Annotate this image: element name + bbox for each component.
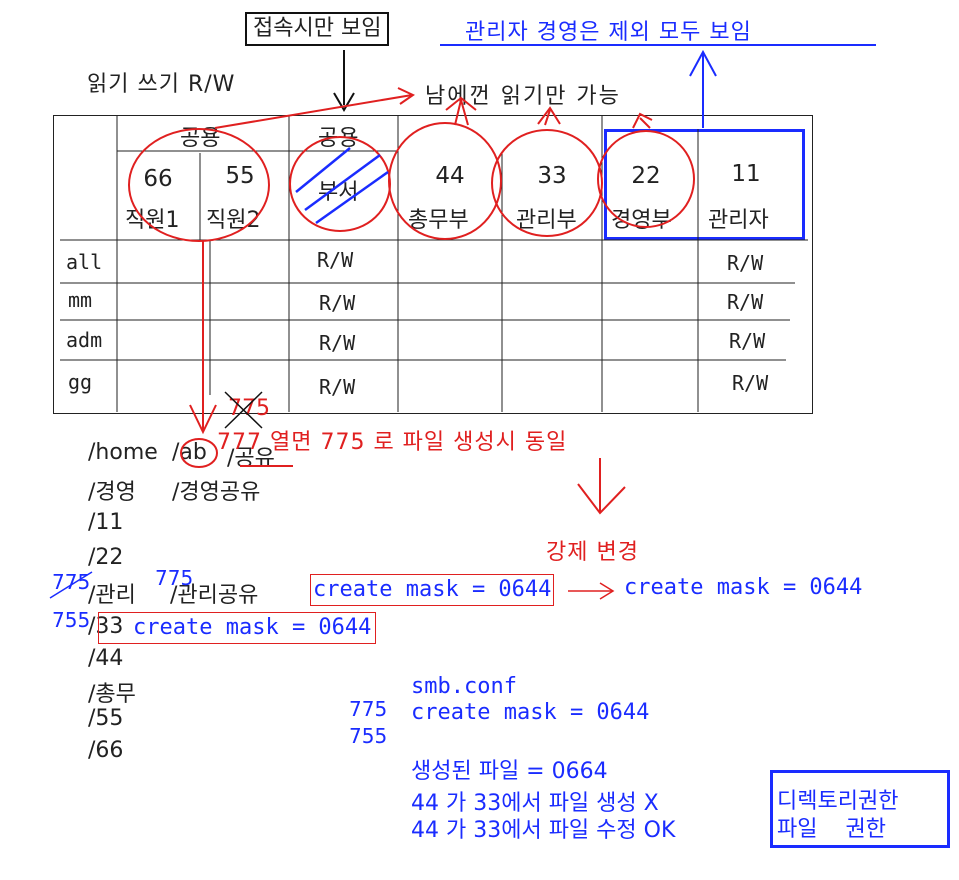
path-22: /22 xyxy=(88,545,124,570)
col-name-administrator: 관리자 xyxy=(708,208,769,233)
mgmt-admin-highlight-box xyxy=(604,129,805,240)
note-777: 777 열면 775 로 파일 생성시 동일 xyxy=(217,430,568,455)
visible-except-mgmt-label: 관리자 경영은 제외 모두 보임 xyxy=(465,20,752,45)
cell-mm-admin: R/W xyxy=(727,290,764,314)
col-name-admin-dept: 관리부 xyxy=(516,208,577,233)
share-permission-table xyxy=(53,115,813,414)
forced-change-note: 강제 변경 xyxy=(546,540,639,565)
cell-all-admin: R/W xyxy=(727,251,764,275)
col-name-department: 부서 xyxy=(318,180,359,205)
others-readonly-label: 남에껀 읽기만 가능 xyxy=(425,84,621,109)
rw-label: 읽기 쓰기 R/W xyxy=(87,72,236,97)
cell-mm-dept: R/W xyxy=(319,291,356,315)
path-mgmt-share: /경영공유 xyxy=(172,480,261,505)
path-44: /44 xyxy=(88,646,124,671)
row-label-gg: gg xyxy=(68,370,93,394)
col-name-general-affairs: 총무부 xyxy=(408,208,469,233)
row-label-all: all xyxy=(66,250,103,274)
path-mgmt: /경영 xyxy=(88,480,136,505)
smb-755: 755 xyxy=(349,724,388,748)
visible-on-connect-label: 접속시만 보임 xyxy=(245,12,390,46)
row-label-adm: adm xyxy=(66,328,103,352)
side-775-a: 775 xyxy=(52,570,91,594)
col-name-employee1: 직원1 xyxy=(125,208,180,233)
side-775-b: 775 xyxy=(155,566,194,590)
path-33: /33 xyxy=(88,614,124,639)
row-label-mm: mm xyxy=(68,288,93,312)
path-ab: /ab xyxy=(172,440,207,465)
cell-gg-admin: R/W xyxy=(732,371,769,395)
col-num-66: 66 xyxy=(143,166,173,192)
admin-share-mask-box: create mask = 0644 xyxy=(310,574,555,606)
cell-all-dept: R/W xyxy=(317,248,354,272)
dir-perm-label: 디렉토리권한 xyxy=(777,789,899,814)
mask-arrow xyxy=(568,582,615,600)
side-755: 755 xyxy=(52,608,91,632)
path-55: /55 xyxy=(88,706,124,731)
cell-adm-dept: R/W xyxy=(319,331,356,355)
path-admin-share: /관리공유 xyxy=(170,583,259,608)
black-arrow xyxy=(333,50,355,112)
col-num-33: 33 xyxy=(537,163,567,189)
shared-label-mid: 공용 xyxy=(318,126,359,151)
path-11: /11 xyxy=(88,510,124,535)
dept33-mask-text: create mask = 0644 xyxy=(133,615,372,640)
path-66: /66 xyxy=(88,738,124,763)
dept33-mask-box: create mask = 0644 xyxy=(98,612,377,644)
forced-change-arrow xyxy=(577,458,626,515)
smb-conf-title: smb.conf xyxy=(411,674,517,699)
shared-label-left: 공용 xyxy=(180,126,221,151)
mask-target-text: create mask = 0644 xyxy=(624,575,863,600)
col-name-employee2: 직원2 xyxy=(206,208,261,233)
cell-gg-dept: R/W xyxy=(319,375,356,399)
smb-conf-mask: create mask = 0644 xyxy=(411,700,650,725)
smb-775: 775 xyxy=(349,697,388,721)
file-perm-label: 파일 권한 xyxy=(777,817,886,842)
cell-adm-admin: R/W xyxy=(729,329,766,353)
path-home: /home xyxy=(88,440,158,465)
col-num-44: 44 xyxy=(435,163,465,189)
crossed-775-note: 775 xyxy=(228,396,270,421)
path-general: /총무 xyxy=(88,682,136,707)
created-file-note: 생성된 파일 = 0664 xyxy=(411,759,608,784)
permission-box: 디렉토리권한 파일 권한 xyxy=(770,770,950,848)
create-line: 44 가 33에서 파일 생성 X xyxy=(411,791,659,816)
modify-line: 44 가 33에서 파일 수정 OK xyxy=(411,818,676,843)
path-admin: /관리 xyxy=(88,583,136,608)
col-num-55: 55 xyxy=(225,163,255,189)
col-num-11: 11 xyxy=(731,161,761,187)
